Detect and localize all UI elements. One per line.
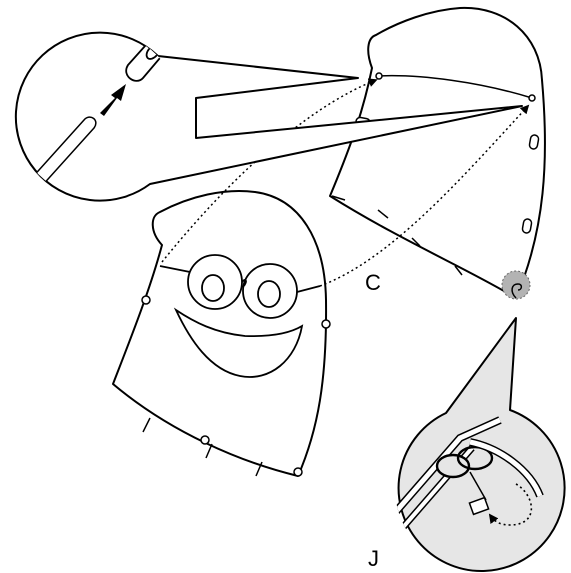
callout-j: [380, 318, 565, 571]
back-panel: [330, 8, 545, 298]
step-label-j: J: [368, 548, 379, 570]
highlight-marker: [502, 271, 530, 299]
step-label-c: C: [365, 272, 381, 294]
